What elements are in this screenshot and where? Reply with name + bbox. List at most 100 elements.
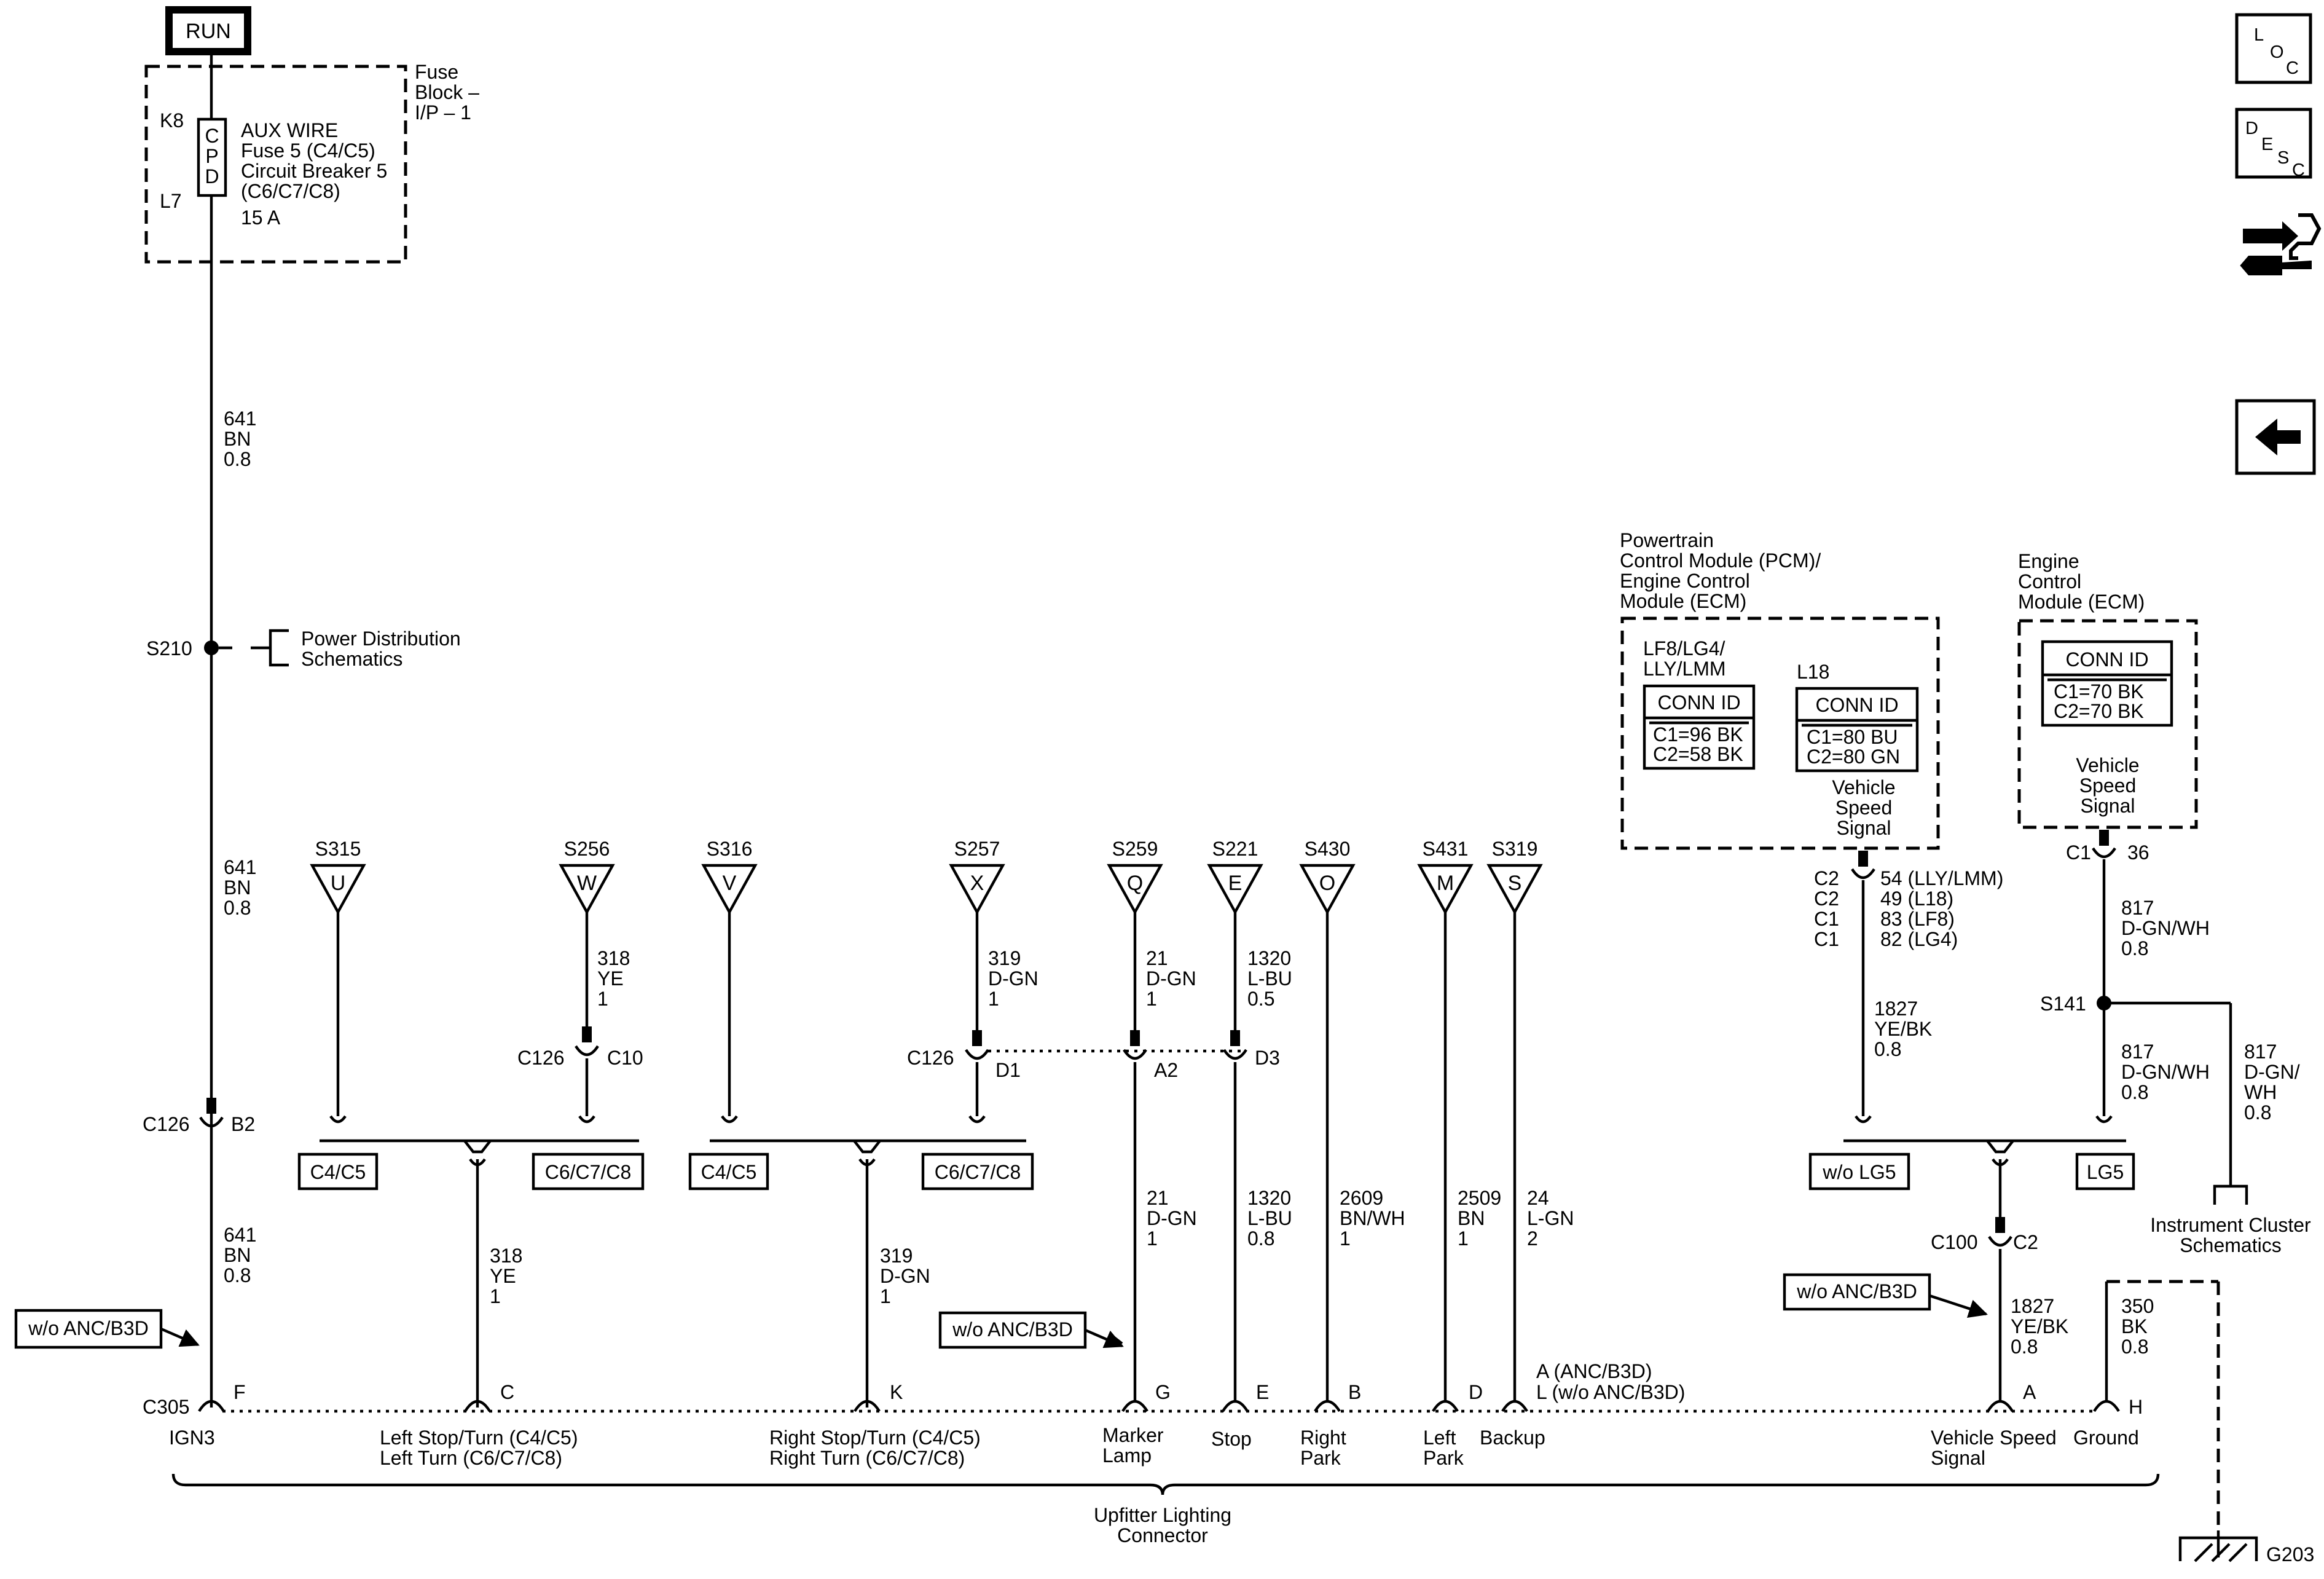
svg-text:C2=58 BK: C2=58 BK [1653, 743, 1743, 765]
svg-text:318: 318 [597, 947, 630, 969]
ecm-c1-label: C1 [2066, 841, 2091, 864]
svg-text:Module (ECM): Module (ECM) [1620, 590, 1746, 612]
svg-text:319: 319 [880, 1245, 913, 1267]
marker-lamp-wiring [1110, 912, 1147, 1400]
svg-text:0.8: 0.8 [224, 897, 251, 919]
conn-id-table-l18: CONN ID C1=80 BU C2=80 GN [1795, 687, 1919, 773]
power-distribution-ref [219, 629, 289, 667]
wire-2509-label: 2509 BN 1 [1458, 1187, 1501, 1250]
svg-text:Module (ECM): Module (ECM) [2018, 591, 2145, 613]
svg-text:P: P [205, 145, 218, 167]
wire-1827-lower-label: 1827 YE/BK 0.8 [2011, 1295, 2068, 1358]
conn-id-table-ecm: CONN ID C1=70 BK C2=70 BK [2041, 640, 2173, 727]
svg-text:W: W [577, 872, 597, 895]
svg-text:Speed: Speed [1835, 797, 1893, 819]
svg-text:C: C [2292, 160, 2305, 180]
wire-318-upper-label: 318 YE 1 [597, 947, 630, 1010]
back-arrow-icon[interactable] [2235, 399, 2316, 475]
diagnostic-icon[interactable] [2240, 213, 2322, 275]
svg-text:54 (LLY/LMM): 54 (LLY/LMM) [1880, 867, 2003, 889]
wire-319-upper-label: 319 D-GN 1 [988, 947, 1038, 1010]
upfitter-connector-title: Upfitter Lighting Connector [1094, 1504, 1231, 1546]
option-c6c7c8-right: C6/C7/C8 [921, 1152, 1034, 1191]
svg-text:0.8: 0.8 [2121, 1336, 2148, 1358]
connector-brace [171, 1473, 2160, 1495]
svg-text:C4/C5: C4/C5 [701, 1161, 757, 1183]
svg-text:C126: C126 [143, 1113, 190, 1135]
svg-text:0.8: 0.8 [224, 448, 251, 470]
a2-label: A2 [1154, 1059, 1178, 1081]
option-lg5: LG5 [2075, 1152, 2135, 1191]
svg-text:S315: S315 [315, 838, 361, 860]
svg-text:Left Stop/Turn (C4/C5): Left Stop/Turn (C4/C5) [380, 1427, 578, 1449]
svg-text:0.8: 0.8 [2121, 937, 2148, 959]
svg-text:Right Turn (C6/C7/C8): Right Turn (C6/C7/C8) [769, 1447, 965, 1469]
svg-text:L-BU: L-BU [1247, 1207, 1292, 1229]
svg-text:YE/BK: YE/BK [2011, 1315, 2068, 1337]
svg-text:YE/BK: YE/BK [1874, 1018, 1932, 1040]
pcm-outline [1620, 616, 1940, 850]
pcm-pin-numbers: 54 (LLY/LMM) 49 (L18) 83 (LF8) 82 (LG4) [1880, 867, 2003, 950]
svg-text:D: D [2245, 119, 2258, 138]
svg-text:L-BU: L-BU [1247, 967, 1292, 990]
svg-text:49 (L18): 49 (L18) [1880, 888, 1953, 910]
desc-button[interactable]: D E S C [2235, 108, 2312, 180]
svg-text:CONN ID: CONN ID [1657, 691, 1740, 714]
svg-text:L (w/o ANC/B3D): L (w/o ANC/B3D) [1536, 1381, 1685, 1403]
option-wo-anc-b3d-marker: w/o ANC/B3D [938, 1311, 1124, 1349]
fuse-block-outline [144, 65, 407, 264]
svg-text:1: 1 [1458, 1227, 1469, 1250]
svg-text:Signal: Signal [2081, 795, 2135, 817]
g203-label: G203 [2266, 1543, 2314, 1565]
svg-text:L: L [2254, 25, 2264, 45]
d1-label: D1 [995, 1059, 1021, 1081]
svg-text:15 A: 15 A [241, 207, 281, 229]
svg-text:Schematics: Schematics [2180, 1234, 2281, 1256]
l7-label: L7 [160, 190, 182, 212]
ecm-vss-wiring [2092, 830, 2116, 1124]
svg-text:1: 1 [988, 988, 999, 1010]
svg-text:D-GN: D-GN [1147, 1207, 1197, 1229]
cpd-box [197, 117, 227, 197]
svg-text:S257: S257 [954, 838, 1000, 860]
svg-text:S431: S431 [1423, 838, 1469, 860]
svg-text:X: X [970, 872, 984, 895]
c126-d1-label: C126 [907, 1047, 954, 1069]
c126-c10-label: C126 [517, 1047, 565, 1069]
right-stop-turn-label: Right Stop/Turn (C4/C5) Right Turn (C6/C… [769, 1427, 981, 1469]
svg-text:w/o ANC/B3D: w/o ANC/B3D [952, 1318, 1073, 1341]
svg-text:BN: BN [224, 428, 251, 450]
loc-button[interactable]: L O C [2235, 13, 2312, 84]
svg-text:Left: Left [1423, 1427, 1456, 1449]
ecm-vss-label: Vehicle Speed Signal [2076, 754, 2139, 817]
svg-text:1: 1 [1146, 988, 1157, 1010]
svg-text:Engine Control: Engine Control [1620, 570, 1750, 592]
svg-text:1: 1 [1147, 1227, 1158, 1250]
wire-817-ic-label: 817 D-GN/ WH 0.8 [2244, 1041, 2300, 1124]
left-turn-wiring [320, 912, 639, 1408]
svg-text:(C6/C7/C8): (C6/C7/C8) [241, 180, 340, 202]
svg-text:Park: Park [1300, 1447, 1341, 1469]
svg-text:Connector: Connector [1117, 1524, 1208, 1546]
svg-text:S319: S319 [1492, 838, 1538, 860]
svg-text:C2=70 BK: C2=70 BK [2054, 700, 2144, 722]
svg-text:YE: YE [490, 1265, 516, 1287]
pin-c: C [500, 1381, 514, 1403]
svg-text:S221: S221 [1212, 838, 1258, 860]
s210-label: S210 [146, 637, 192, 660]
s141-label: S141 [2040, 993, 2086, 1015]
vss-join-wiring [1843, 1139, 2126, 1400]
svg-text:Schematics: Schematics [301, 648, 402, 670]
svg-text:Control: Control [2018, 570, 2081, 593]
wire-350-label: 350 BK 0.8 [2121, 1295, 2154, 1358]
pin-h: H [2129, 1396, 2143, 1418]
ground-wiring [2105, 1280, 2258, 1562]
ign3-label: IGN3 [169, 1427, 215, 1449]
wire-1827-upper-label: 1827 YE/BK 0.8 [1874, 998, 1932, 1060]
wire-817-lower-label: 817 D-GN/WH 0.8 [2121, 1041, 2210, 1103]
svg-text:0.8: 0.8 [1247, 1227, 1274, 1250]
svg-text:Vehicle: Vehicle [1832, 776, 1895, 798]
option-c4c5-left: C4/C5 [297, 1152, 379, 1191]
pin-d: D [1469, 1381, 1483, 1403]
svg-text:Engine: Engine [2018, 550, 2079, 572]
